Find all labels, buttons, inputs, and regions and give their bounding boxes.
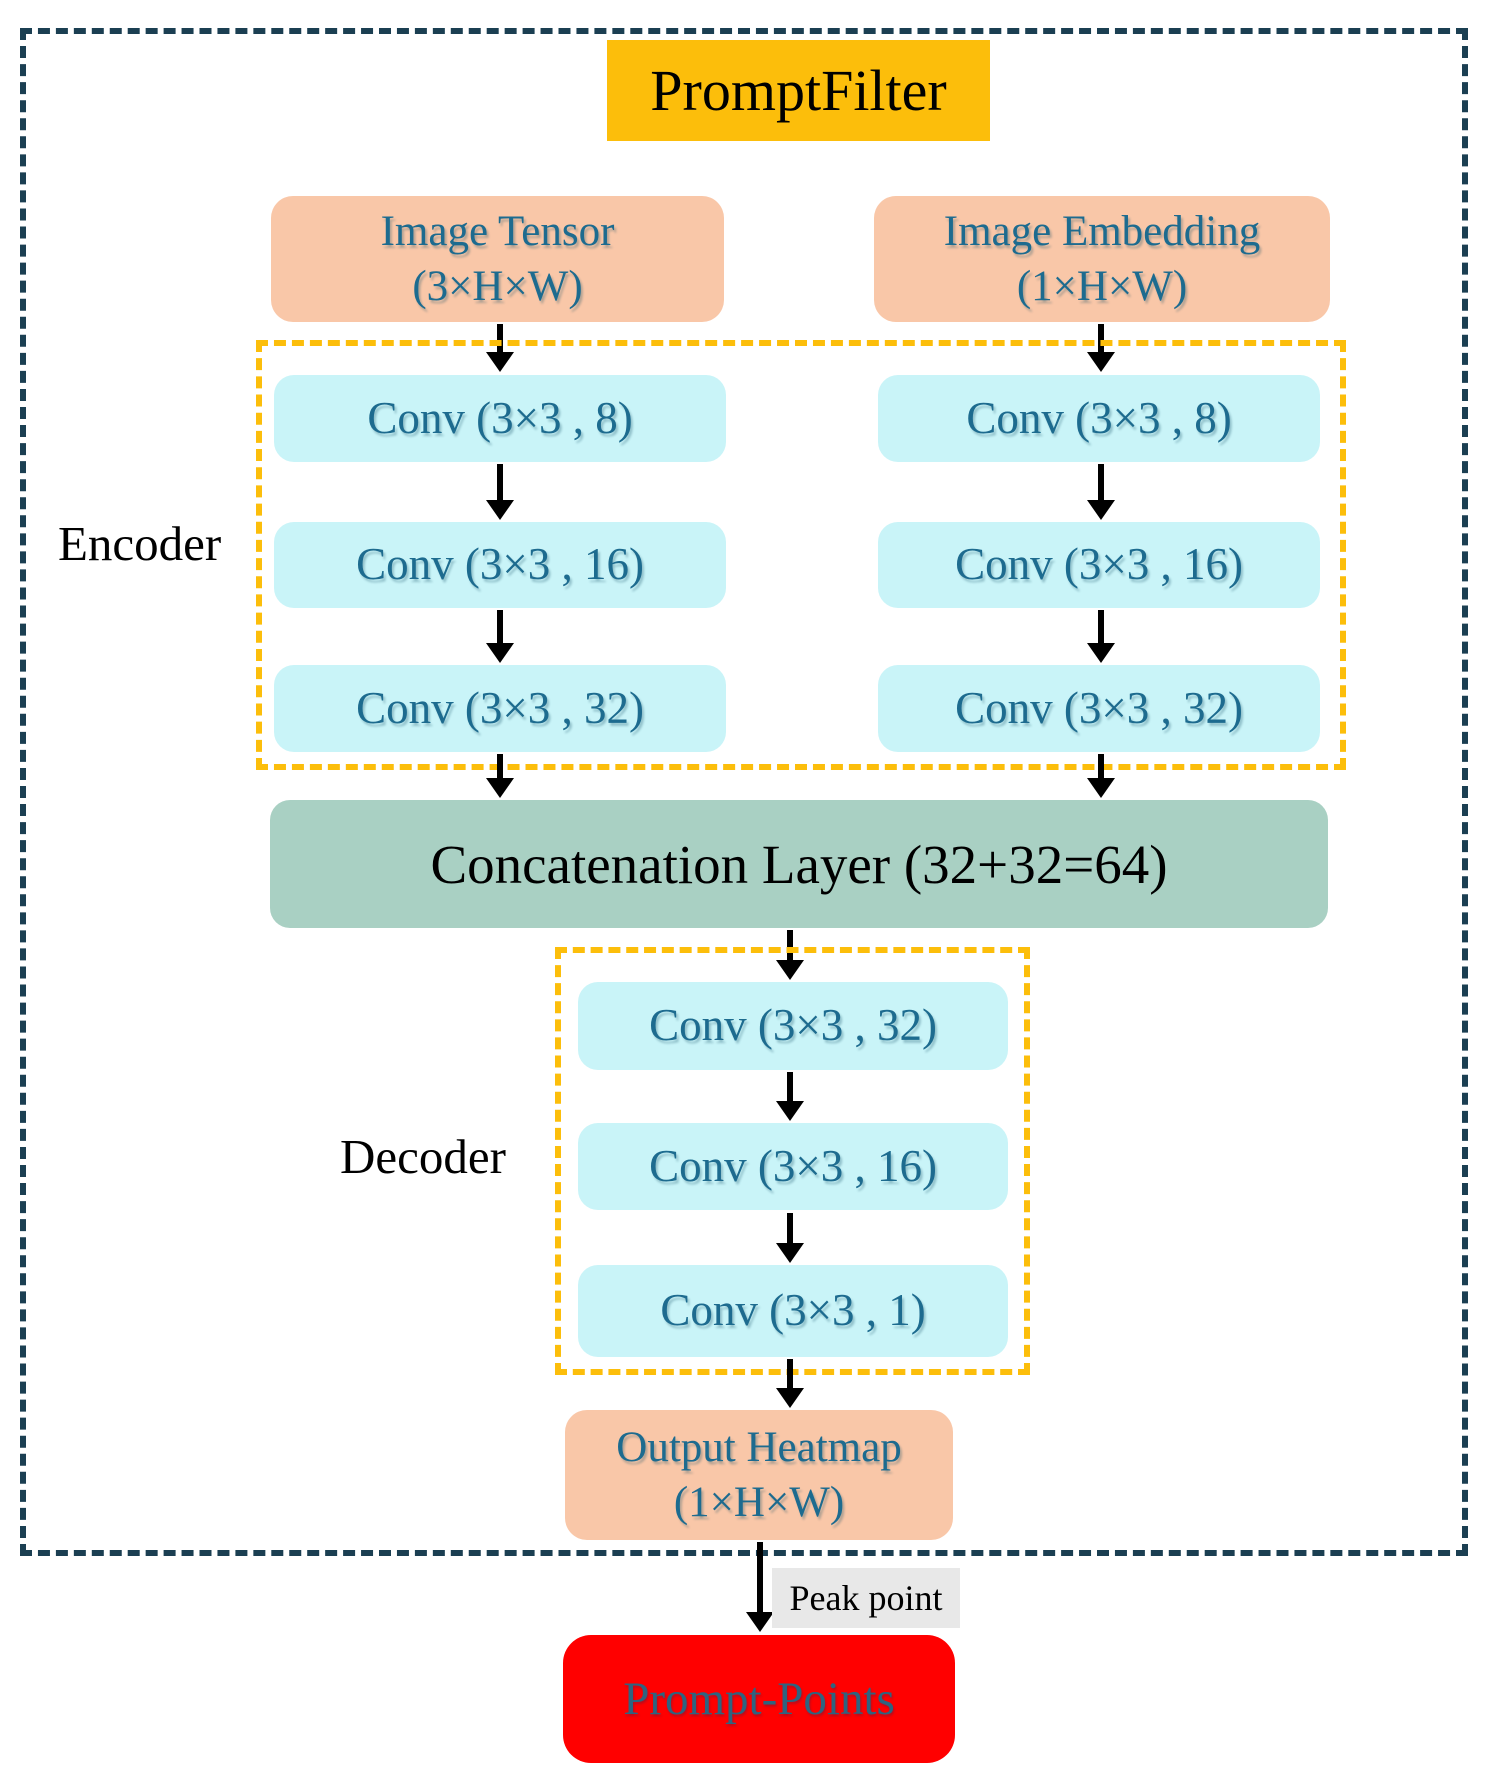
peak-point-label: Peak point <box>789 1578 943 1618</box>
arrow-concat-to-decoder <box>787 930 793 960</box>
arrow-decoder-1-2 <box>787 1072 793 1101</box>
diagram-title-text: PromptFilter <box>650 58 947 123</box>
arrow-decoder-to-output <box>787 1359 793 1388</box>
arrow-encoder-left-2-3 <box>497 610 503 643</box>
arrow-encoder-right-to-concat <box>1098 754 1104 778</box>
encoder-left-conv-1: Conv (3×3 , 8) <box>274 375 726 462</box>
arrow-output-to-prompt-points <box>757 1542 763 1612</box>
output-heatmap-name: Output Heatmap <box>616 1423 902 1471</box>
prompt-points-box: Prompt-Points <box>563 1635 955 1763</box>
encoder-right-conv-3-label: Conv (3×3 , 32) <box>955 682 1243 733</box>
concatenation-layer-label: Concatenation Layer (32+32=64) <box>430 833 1168 895</box>
encoder-left-conv-2-label: Conv (3×3 , 16) <box>356 539 644 590</box>
output-heatmap-box: Output Heatmap (1×H×W) <box>565 1410 953 1540</box>
image-tensor-name: Image Tensor <box>380 207 615 255</box>
outer-dashed-frame <box>20 28 1468 1556</box>
arrow-encoder-right-1-2 <box>1098 464 1104 500</box>
encoder-right-conv-2-label: Conv (3×3 , 16) <box>955 539 1243 590</box>
decoder-conv-3: Conv (3×3 , 1) <box>578 1265 1008 1357</box>
decoder-conv-2: Conv (3×3 , 16) <box>578 1123 1008 1210</box>
decoder-conv-1-label: Conv (3×3 , 32) <box>649 1000 937 1051</box>
encoder-right-conv-1: Conv (3×3 , 8) <box>878 375 1320 462</box>
arrow-encoder-left-to-concat <box>497 754 503 778</box>
image-tensor-box: Image Tensor (3×H×W) <box>271 196 724 322</box>
output-heatmap-shape: (1×H×W) <box>673 1479 845 1526</box>
image-embedding-box: Image Embedding (1×H×W) <box>874 196 1330 322</box>
decoder-conv-1: Conv (3×3 , 32) <box>578 982 1008 1070</box>
diagram-title: PromptFilter <box>607 40 990 141</box>
arrow-encoder-left-1-2 <box>497 464 503 500</box>
encoder-left-conv-3-label: Conv (3×3 , 32) <box>356 682 644 733</box>
encoder-dashed-frame <box>256 340 1346 770</box>
decoder-conv-3-label: Conv (3×3 , 1) <box>660 1285 926 1336</box>
image-embedding-shape: (1×H×W) <box>1016 263 1188 310</box>
peak-point-label-box: Peak point <box>772 1568 960 1628</box>
image-tensor-shape: (3×H×W) <box>412 263 583 310</box>
encoder-left-conv-2: Conv (3×3 , 16) <box>274 522 726 608</box>
arrow-image-tensor-to-conv1 <box>497 324 503 352</box>
decoder-conv-2-label: Conv (3×3 , 16) <box>649 1140 937 1191</box>
arrow-encoder-right-2-3 <box>1098 610 1104 643</box>
encoder-left-conv-1-label: Conv (3×3 , 8) <box>367 392 633 443</box>
arrow-image-embedding-to-conv1 <box>1098 324 1104 352</box>
decoder-label: Decoder <box>340 1129 506 1184</box>
encoder-left-conv-3: Conv (3×3 , 32) <box>274 665 726 752</box>
encoder-right-conv-2: Conv (3×3 , 16) <box>878 522 1320 608</box>
encoder-right-conv-1-label: Conv (3×3 , 8) <box>966 392 1232 443</box>
image-embedding-name: Image Embedding <box>943 207 1261 255</box>
arrow-decoder-2-3 <box>787 1213 793 1243</box>
encoder-right-conv-3: Conv (3×3 , 32) <box>878 665 1320 752</box>
prompt-points-label: Prompt-Points <box>623 1673 895 1725</box>
concatenation-layer-box: Concatenation Layer (32+32=64) <box>270 800 1328 928</box>
encoder-label: Encoder <box>58 516 222 571</box>
